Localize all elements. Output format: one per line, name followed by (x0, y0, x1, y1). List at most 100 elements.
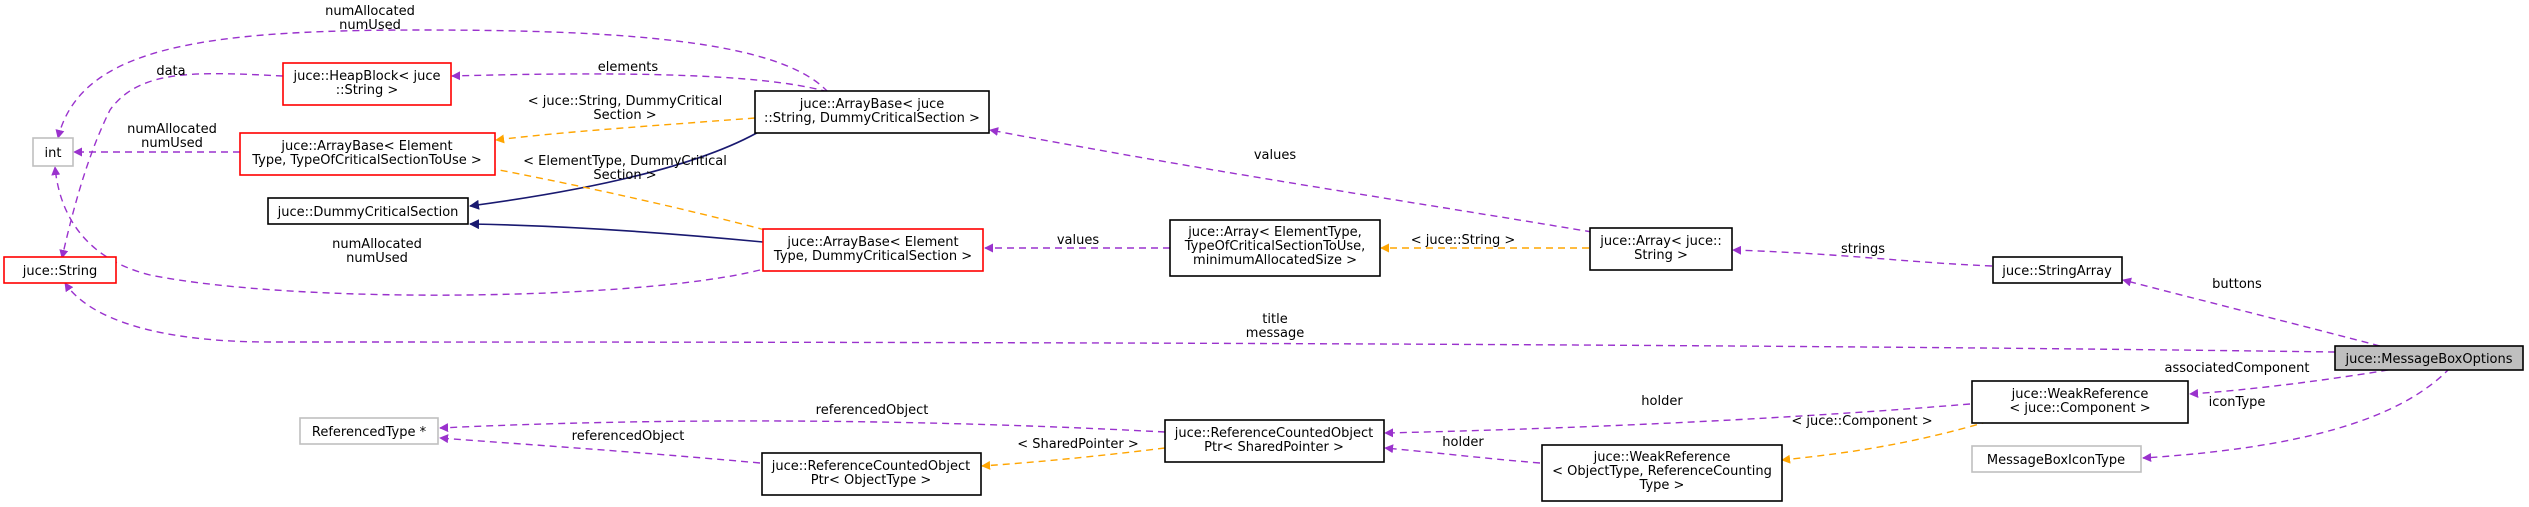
svg-text:juce::WeakReference< juce::Com: juce::WeakReference< juce::Component > (2009, 387, 2150, 416)
text-line: juce::ArrayBase< Element (786, 235, 958, 250)
svg-text:juce::Array< ElementType,TypeO: juce::Array< ElementType,TypeOfCriticalS… (1184, 225, 1366, 268)
text-line: juce::String (22, 264, 98, 279)
node-stringarray[interactable]: juce::StringArray (1992, 256, 2123, 284)
edge-label-tmpl-juce-string: < juce::String > (1411, 233, 1516, 248)
edge-label-referencedobject-upper: referencedObject (816, 403, 929, 418)
edge-label-buttons: buttons (2212, 277, 2262, 292)
text-line: holder (1442, 435, 1484, 450)
text-line: < juce::Component > (2009, 401, 2150, 416)
edge-label-icontype: iconType (2209, 395, 2266, 410)
text-line: < ElementType, DummyCritical (523, 154, 727, 169)
node-messageboxicontype[interactable]: MessageBoxIconType (1971, 445, 2142, 473)
edge-label-holder-lower: holder (1442, 435, 1484, 450)
edge-label-values-upper: values (1254, 148, 1297, 163)
text-line: strings (1841, 242, 1885, 257)
svg-text:ReferencedType *: ReferencedType * (312, 425, 427, 440)
svg-text:juce::MessageBoxOptions: juce::MessageBoxOptions (2344, 352, 2512, 367)
text-line: numAllocated (332, 237, 422, 252)
edge-template-elem-dummy (477, 163, 766, 231)
text-line: juce::WeakReference (2011, 387, 2149, 402)
text-line: int (45, 146, 62, 161)
text-line: data (156, 64, 185, 79)
edge-label-tmpl-component: < juce::Component > (1791, 414, 1932, 429)
edge-label-data: data (156, 64, 185, 79)
text-line: numAllocated (325, 4, 415, 19)
node-messageboxoptions[interactable]: juce::MessageBoxOptions (2334, 345, 2524, 371)
text-line: minimumAllocatedSize > (1193, 253, 1357, 268)
node-weakref-component[interactable]: juce::WeakReference< juce::Component > (1971, 380, 2189, 424)
text-line: iconType (2209, 395, 2266, 410)
node-array-generic[interactable]: juce::Array< ElementType,TypeOfCriticalS… (1169, 219, 1381, 277)
edge-messagebox-to-weakref-comp (2189, 367, 2401, 398)
text-line: juce::DummyCriticalSection (277, 205, 459, 220)
edge-messagebox-to-icontype (2142, 367, 2451, 462)
svg-text:juce::HeapBlock< juce::String: juce::HeapBlock< juce::String > (293, 69, 441, 98)
edge-label-values-lower: values (1057, 233, 1100, 248)
text-line: message (1246, 326, 1304, 341)
edge-label-tmpl-sharedpointer: < SharedPointer > (1017, 437, 1138, 452)
edge-arraybase-elem-to-int (51, 166, 761, 296)
edge-label-referencedobject-lower: referencedObject (572, 429, 685, 444)
text-line: values (1254, 148, 1297, 163)
text-line: referencedObject (572, 429, 685, 444)
edge-heapblock-to-string (59, 72, 284, 259)
node-juce-string[interactable]: juce::String (3, 256, 117, 284)
text-line: juce::ReferenceCountedObject (771, 459, 970, 474)
text-line: Type, DummyCriticalSection > (773, 249, 972, 264)
text-line: String > (1634, 248, 1688, 263)
edge-arraybase-string-to-heapblock (451, 71, 829, 93)
text-line: title (1262, 312, 1287, 327)
text-line: TypeOfCriticalSectionToUse, (1184, 239, 1366, 254)
text-line: referencedObject (816, 403, 929, 418)
text-line: numUsed (346, 251, 408, 266)
text-line: < SharedPointer > (1017, 437, 1138, 452)
edge-label-holder-upper: holder (1641, 394, 1683, 409)
text-line: juce::HeapBlock< juce (293, 69, 441, 84)
text-line: values (1057, 233, 1100, 248)
text-line: juce::MessageBoxOptions (2344, 352, 2512, 367)
svg-text:juce::DummyCriticalSection: juce::DummyCriticalSection (277, 205, 459, 220)
edge-array-string-to-arraybase-string (989, 127, 1593, 233)
text-line: < juce::String > (1411, 233, 1516, 248)
text-line: < juce::Component > (1791, 414, 1932, 429)
node-heapblock[interactable]: juce::HeapBlock< juce::String > (282, 62, 452, 106)
node-int[interactable]: int (32, 137, 74, 167)
edge-messagebox-to-stringarray (2122, 277, 2381, 347)
node-referencedtype[interactable]: ReferencedType * (299, 417, 439, 445)
text-line: ReferencedType * (312, 425, 427, 440)
svg-text:juce::ArrayBase< ElementType,: juce::ArrayBase< ElementType, DummyCriti… (773, 235, 972, 264)
node-weakref-generic[interactable]: juce::WeakReference< ObjectType, Referen… (1541, 444, 1783, 502)
svg-text:MessageBoxIconType: MessageBoxIconType (1987, 453, 2125, 468)
text-line: numUsed (339, 18, 401, 33)
text-line: juce::ArrayBase< Element (280, 139, 452, 154)
text-line: associatedComponent (2164, 361, 2309, 376)
text-line: buttons (2212, 277, 2262, 292)
node-arraybase-string[interactable]: juce::ArrayBase< juce::String, DummyCrit… (754, 90, 990, 134)
text-line: elements (598, 60, 659, 75)
text-line: numAllocated (127, 122, 217, 137)
text-line: < ObjectType, ReferenceCounting (1552, 464, 1772, 479)
svg-text:juce::ArrayBase< juce::String,: juce::ArrayBase< juce::String, DummyCrit… (764, 97, 980, 126)
edge-messagebox-to-string (64, 282, 2336, 353)
svg-text:juce::Array< juce::String >: juce::Array< juce::String > (1599, 234, 1722, 263)
edge-inherit-elem-dummycs (469, 219, 764, 243)
text-line: Section > (593, 168, 656, 183)
svg-text:juce::ArrayBase< ElementType,: juce::ArrayBase< ElementType, TypeOfCrit… (251, 139, 482, 168)
svg-text:int: int (45, 146, 62, 161)
node-array-string[interactable]: juce::Array< juce::String > (1589, 227, 1733, 271)
text-line: ::String > (336, 83, 399, 98)
edge-arraybase-string-to-int-top (55, 29, 829, 139)
node-dummy-critical-section[interactable]: juce::DummyCriticalSection (267, 197, 469, 225)
